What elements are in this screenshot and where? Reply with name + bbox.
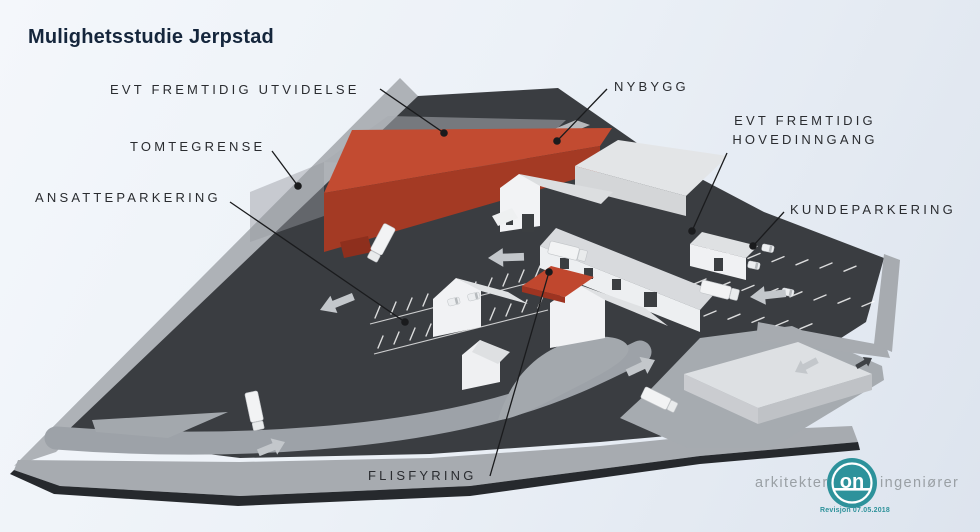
label-hovedinngang: EVT FREMTIDIG HOVEDINNGANG <box>720 111 890 149</box>
leader-line <box>752 211 785 247</box>
brand-block: arkitekter on ingeniører Revisjon 07.05.… <box>748 455 968 525</box>
leader-line <box>556 88 608 142</box>
label-tomtegrense: TOMTEGRENSE <box>130 139 266 154</box>
label-ansatteparkering: ANSATTEPARKERING <box>35 190 221 205</box>
leader-line <box>229 201 406 323</box>
leader-line <box>379 88 445 134</box>
right-edge-road <box>874 254 900 352</box>
site-ground <box>10 78 900 506</box>
label-hovedinngang-line1: EVT FREMTIDIG <box>734 113 876 128</box>
label-utvidelse: EVT FREMTIDIG UTVIDELSE <box>110 82 360 97</box>
revision-note: Revisjon 07.05.2018 <box>820 507 890 514</box>
label-kundeparkering: KUNDEPARKERING <box>790 202 956 217</box>
left-island <box>92 412 228 438</box>
plot-boundary-berm <box>14 78 418 466</box>
annotation-dot <box>440 129 448 137</box>
page-title: Mulighetsstudie Jerpstad <box>28 26 274 48</box>
flat-building <box>684 342 872 424</box>
annotation-dot <box>688 227 696 235</box>
median-island <box>498 336 629 420</box>
annotation-dot <box>401 318 409 326</box>
brand-arkitekter: arkitekter <box>755 475 829 491</box>
flisfyring-building <box>522 266 594 303</box>
annotation-dot <box>545 268 553 276</box>
on-logo-text: on <box>840 471 864 493</box>
loading-dock <box>340 236 372 258</box>
leader-line <box>489 271 550 477</box>
annotation-dot <box>553 137 561 145</box>
exit-road <box>756 322 890 358</box>
label-nybygg: NYBYGG <box>614 79 689 94</box>
plate-edge <box>10 442 860 506</box>
nybygg-building <box>324 128 612 258</box>
perimeter-road <box>14 426 858 496</box>
leader-line <box>271 150 299 187</box>
label-hovedinngang-line2: HOVEDINNGANG <box>732 132 878 147</box>
annotation-dot <box>749 242 757 250</box>
annotation-dot <box>294 182 302 190</box>
label-flisfyring: FLISFYRING <box>368 468 477 483</box>
annotation-leaders <box>229 88 785 477</box>
leader-line <box>691 152 728 232</box>
existing-buildings <box>433 140 872 424</box>
canopy <box>492 208 518 226</box>
brand-ingeniorer: ingeniører <box>880 475 960 491</box>
on-logo: on <box>827 458 877 508</box>
